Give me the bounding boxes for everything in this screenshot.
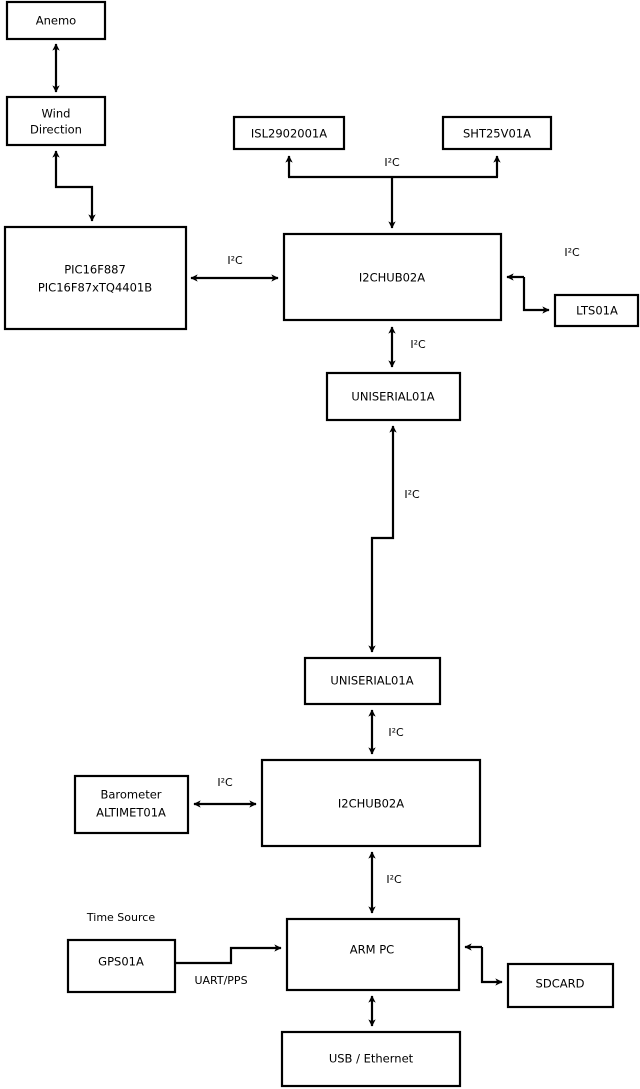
node-i2chub02a-bottom[interactable]: I2CHUB02A	[260, 758, 482, 848]
node-barometer-altimet01a[interactable]: Barometer ALTIMET01A	[73, 774, 190, 835]
node-box[interactable]	[325, 371, 462, 422]
edge-uniserial-lower-i2chub-bottom: I²C	[368, 709, 404, 755]
edge-uniserial-uniserial: I²C	[368, 425, 420, 653]
node-label: ISL2902001A	[251, 127, 327, 141]
node-sht25v01a[interactable]: SHT25V01A	[441, 115, 553, 151]
edge-line	[368, 425, 397, 653]
edge-line	[175, 944, 282, 965]
edge-label-i2c-pic-hub: I²C	[227, 254, 243, 267]
edge-label-i2c-sensors: I²C	[384, 156, 400, 169]
node-arm-pc[interactable]: ARM PC	[285, 917, 461, 992]
edge-i2chub-bottom-armpc: I²C	[368, 851, 402, 914]
node-label-line-2: ALTIMET01A	[96, 806, 166, 820]
node-box[interactable]	[285, 917, 461, 992]
node-box[interactable]	[303, 656, 442, 706]
edge-barometer-i2chub-bottom: I²C	[193, 776, 257, 808]
node-box[interactable]	[66, 938, 177, 994]
node-uniserial01a-upper[interactable]: UNISERIAL01A	[325, 371, 462, 422]
node-label: SHT25V01A	[463, 127, 531, 141]
edge-label-i2c-hub2-armpc: I²C	[386, 873, 402, 886]
node-box[interactable]	[553, 293, 640, 328]
node-box[interactable]	[441, 115, 553, 151]
node-anemo[interactable]: Anemo	[5, 0, 107, 41]
edge-label-i2c-uniserial-hub2: I²C	[388, 726, 404, 739]
edge-i2chub-top-uniserial-upper: I²C	[388, 326, 426, 368]
edge-i2chub-top-sensors: I²C	[285, 155, 501, 229]
node-i2chub02a-top[interactable]: I2CHUB02A	[282, 232, 503, 322]
edge-label-i2c-barometer: I²C	[217, 776, 233, 789]
node-label: I2CHUB02A	[338, 797, 404, 811]
node-label-line-1: PIC16F887	[64, 263, 126, 277]
node-box[interactable]	[232, 115, 346, 151]
node-label: SDCARD	[536, 977, 585, 991]
node-box[interactable]	[5, 0, 107, 41]
node-gps01a[interactable]: GPS01A	[66, 938, 177, 994]
node-label: I2CHUB02A	[359, 271, 425, 285]
node-label: UNISERIAL01A	[351, 390, 434, 404]
node-box[interactable]	[282, 232, 503, 322]
node-box[interactable]	[3, 225, 188, 331]
edge-armpc-sdcard	[464, 943, 503, 986]
edge-label-i2c-lts: I²C	[564, 246, 580, 259]
node-isl2902001a[interactable]: ISL2902001A	[232, 115, 346, 151]
node-sdcard[interactable]: SDCARD	[506, 962, 615, 1009]
node-usb-ethernet[interactable]: USB / Ethernet	[280, 1030, 462, 1088]
node-label: LTS01A	[576, 304, 618, 318]
node-box[interactable]	[260, 758, 482, 848]
node-label-line-1: Wind	[42, 107, 71, 121]
edge-pic-i2chub-top: I²C	[190, 254, 279, 282]
node-label: GPS01A	[98, 955, 144, 969]
edge-line	[52, 150, 96, 222]
node-label: UNISERIAL01A	[330, 674, 413, 688]
node-box[interactable]	[506, 962, 615, 1009]
edge-label-uart-pps: UART/PPS	[194, 974, 247, 987]
label-time-source: Time Source	[86, 911, 155, 924]
node-box[interactable]	[280, 1030, 462, 1088]
edge-line-to-sdcard	[480, 947, 503, 986]
node-label-line-2: PIC16F87xTQ4401B	[38, 281, 152, 295]
node-box[interactable]	[73, 774, 190, 835]
edge-wind-direction-pic	[52, 150, 96, 222]
node-label: USB / Ethernet	[329, 1052, 414, 1066]
node-lts01a[interactable]: LTS01A	[553, 293, 640, 328]
node-uniserial01a-lower[interactable]: UNISERIAL01A	[303, 656, 442, 706]
edge-gps-armpc: UART/PPS	[175, 944, 282, 987]
node-label-line-2: Direction	[30, 123, 82, 137]
edge-line-to-lts	[522, 277, 550, 314]
node-box[interactable]	[5, 95, 107, 147]
edge-i2chub-top-lts: I²C	[506, 246, 580, 314]
node-pic16f887[interactable]: PIC16F887 PIC16F87xTQ4401B	[3, 225, 188, 331]
node-label: ARM PC	[350, 943, 394, 957]
edge-label-i2c-uniserial-link: I²C	[404, 488, 420, 501]
node-label: Anemo	[36, 14, 76, 28]
edge-label-i2c-hub-uniserial: I²C	[410, 338, 426, 351]
node-wind-direction[interactable]: Wind Direction	[5, 95, 107, 147]
node-label-line-1: Barometer	[100, 788, 161, 802]
